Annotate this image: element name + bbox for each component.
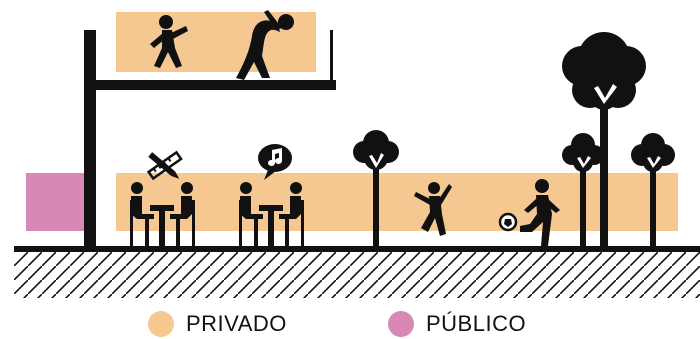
tree-icon	[631, 133, 675, 248]
legend-label-public: PÚBLICO	[426, 311, 527, 336]
pencil-ruler-icon	[146, 150, 183, 181]
soccer-ball-icon	[498, 212, 518, 232]
public-zone	[26, 173, 84, 231]
legend-item-private: PRIVADO	[148, 309, 287, 339]
desk-with-two-people-icon	[130, 182, 195, 246]
public-swatch	[388, 311, 414, 337]
private-swatch	[148, 311, 174, 337]
building-column	[84, 30, 96, 248]
person-kicking-ball-icon	[520, 179, 560, 246]
upper-slab	[84, 80, 336, 90]
tree-icon	[562, 133, 604, 248]
child-jumping-icon	[414, 182, 452, 236]
private-zone-ground	[116, 173, 678, 231]
ground-hatch	[14, 252, 700, 298]
upper-railing-post	[330, 30, 333, 82]
desk-with-two-people-icon	[239, 182, 304, 246]
legend-item-public: PÚBLICO	[388, 309, 526, 339]
person-jumping-icon	[150, 15, 188, 68]
tree-icon	[353, 130, 399, 248]
person-stretching-icon	[236, 10, 294, 80]
ground-line	[14, 246, 700, 252]
tree-icon	[562, 32, 646, 248]
music-note-bubble-icon	[258, 144, 292, 180]
legend-label-private: PRIVADO	[186, 311, 287, 336]
